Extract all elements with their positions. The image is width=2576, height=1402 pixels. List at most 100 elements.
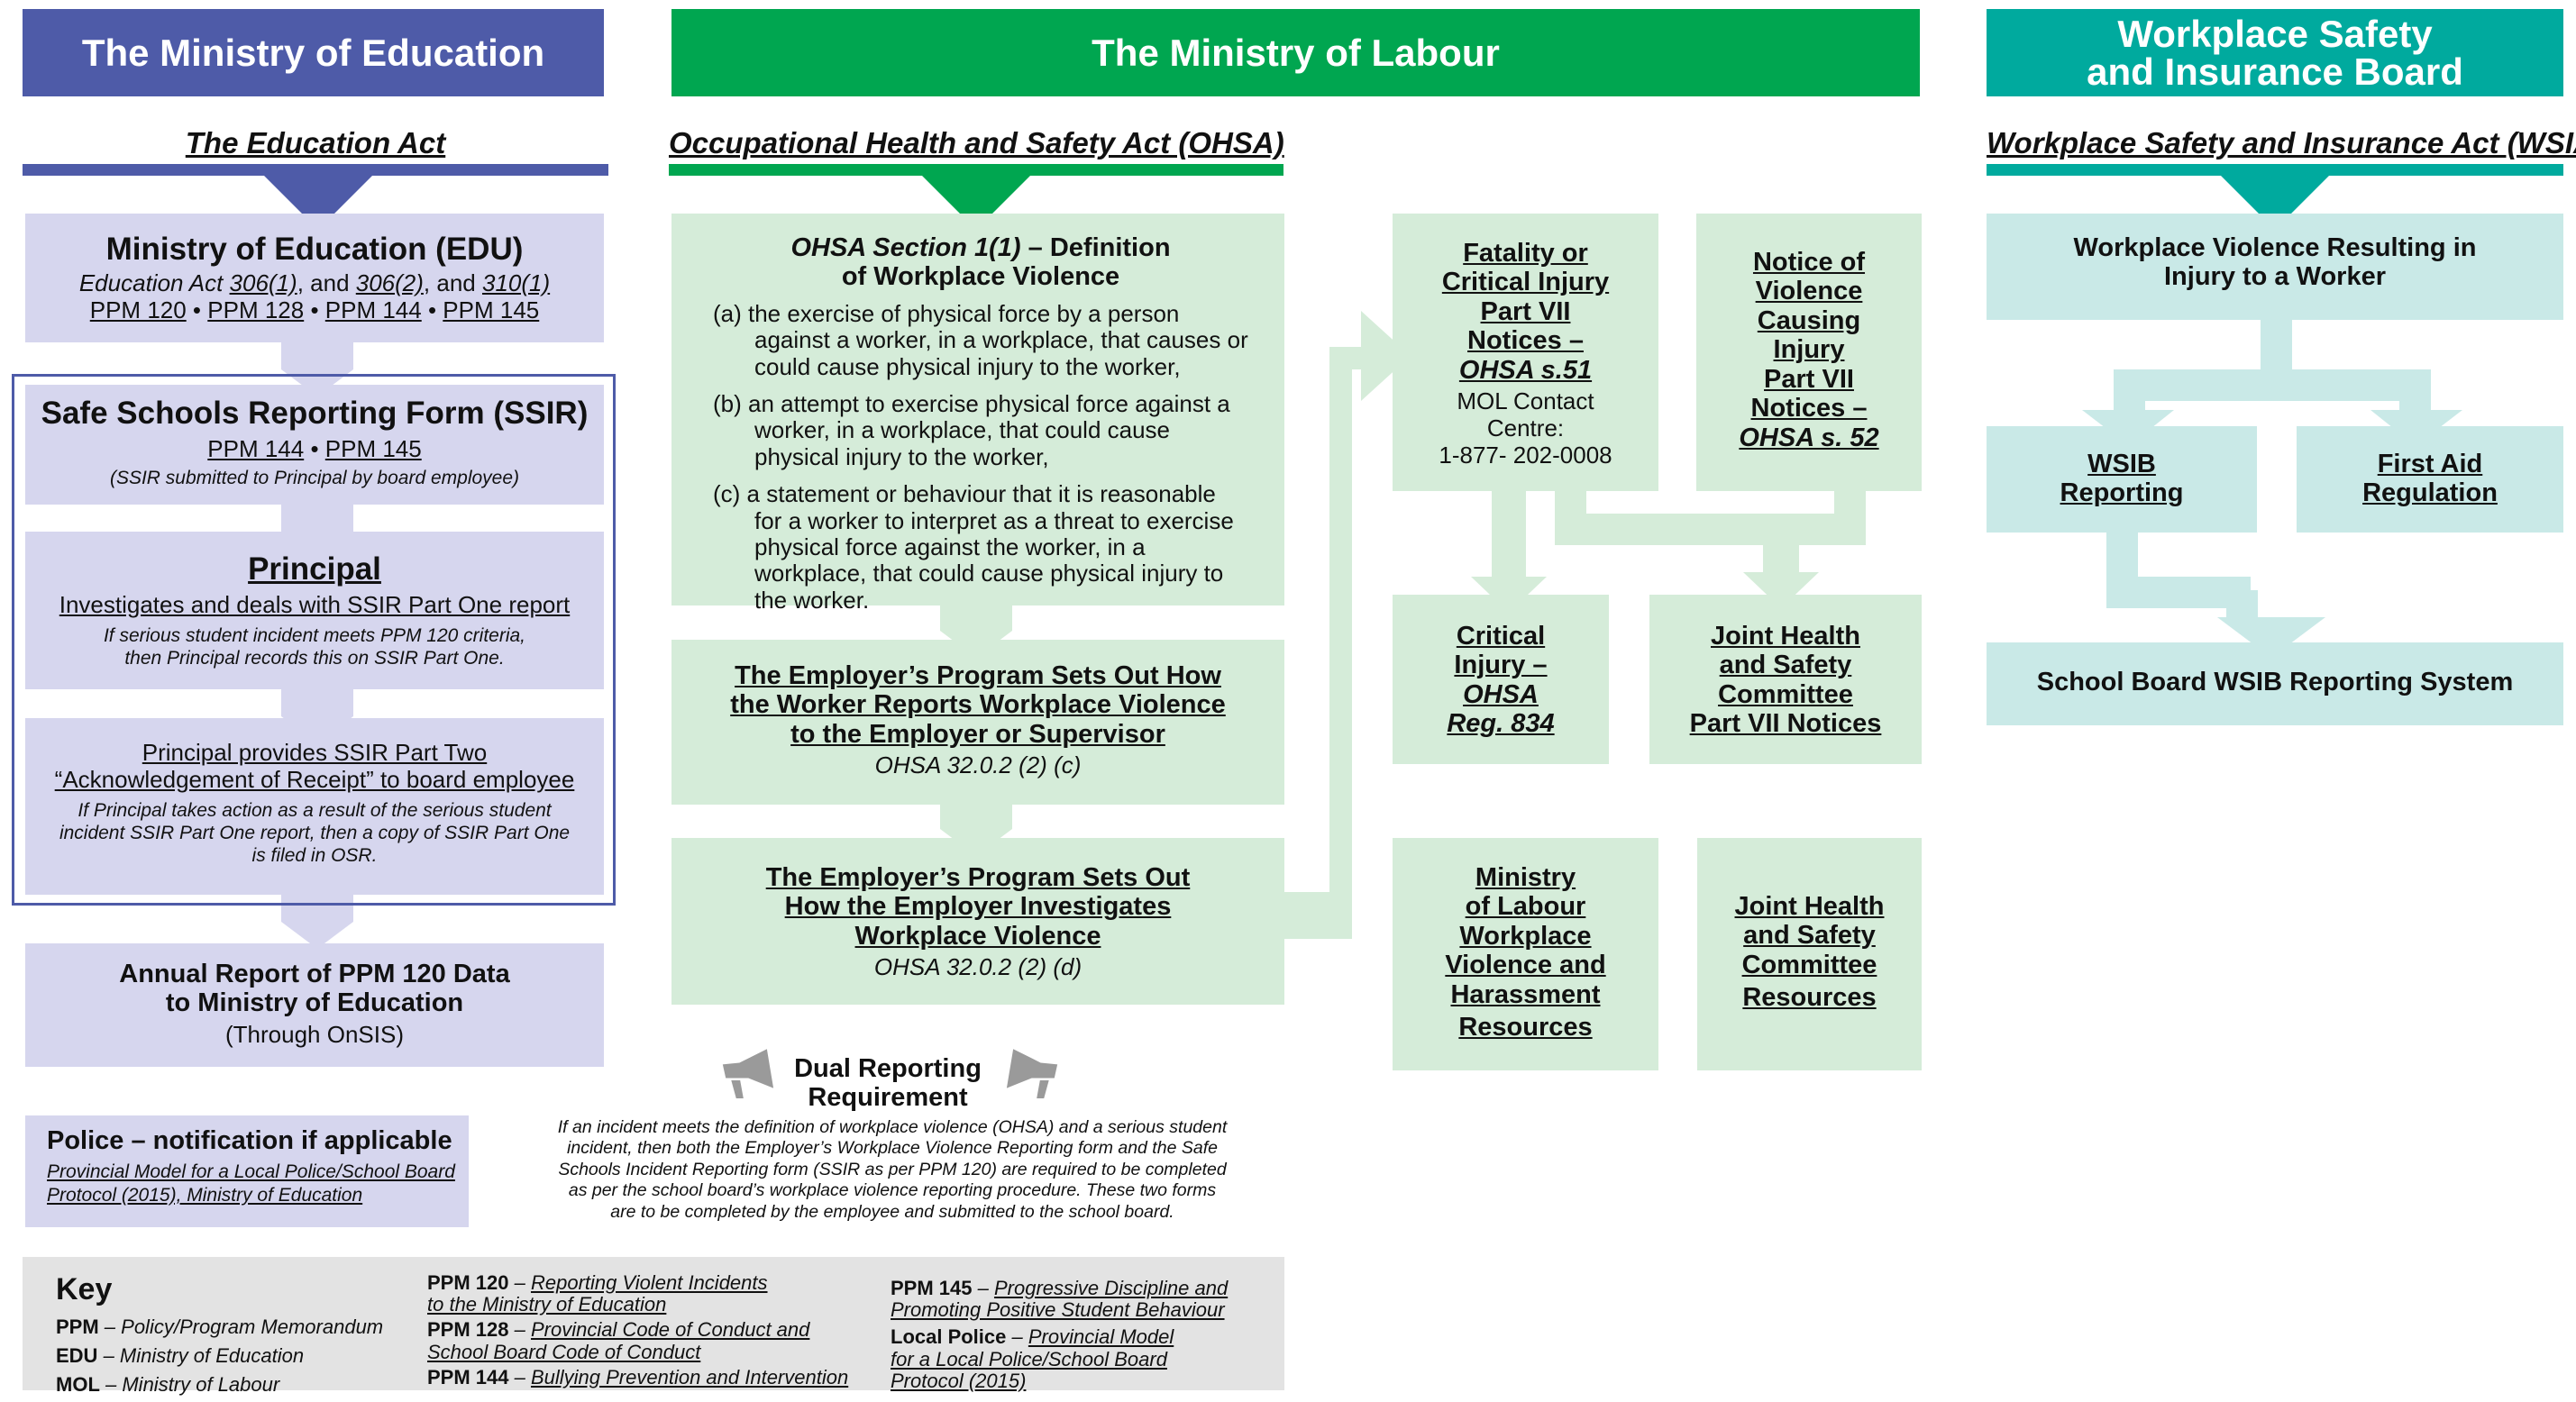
labour-chevron-1 [940,605,1012,658]
program-investigates-line-2[interactable]: How the Employer Investigates [784,892,1172,922]
jhsc-notices-line-2[interactable]: and Safety [1719,651,1852,680]
ppm-144-link[interactable]: PPM 144 [324,296,422,323]
notice-line-2[interactable]: Violence [1755,277,1863,306]
jhsc-notices-line-4[interactable]: Part VII Notices [1689,709,1882,739]
mol-res-line-6[interactable]: Resources [1458,1013,1593,1042]
notice-line-6[interactable]: Notices – [1750,394,1868,423]
ppm-120-link[interactable]: PPM 120 [89,296,187,323]
mol-res-line-5[interactable]: Harassment [1450,979,1601,1009]
act-ref-306-1[interactable]: 306(1) [229,269,297,296]
police-link-1[interactable]: Provincial Model for a Local Police/Scho… [47,1161,455,1183]
key-col-2: PPM 120 – Reporting Violent Incidents to… [427,1271,878,1388]
program-reports-ref: OHSA 32.0.2 (2) (c) [874,751,1082,779]
ppm-145-link[interactable]: PPM 145 [443,296,540,323]
wsib-system-box: School Board WSIB Reporting System [1987,642,2563,725]
key-police-link-2[interactable]: for a Local Police/School Board [891,1347,1167,1370]
key-ppm128-link[interactable]: Provincial Code of Conduct and [530,1318,810,1342]
wsib-reporting-line-1[interactable]: WSIB [2087,450,2156,478]
key-ppm120-link[interactable]: Reporting Violent Incidents [530,1271,768,1294]
jhsc-res-line-2[interactable]: and Safety [1743,921,1876,951]
critical-line-3[interactable]: OHSA [1463,679,1539,709]
notice-line-3[interactable]: Causing [1757,305,1861,335]
ssir-box: Safe Schools Reporting Form (SSIR) PPM 1… [25,385,604,505]
critical-line-1[interactable]: Critical [1456,622,1546,651]
program-reports-line-3[interactable]: to the Employer or Supervisor [790,719,1165,749]
part-two-note-3: is filed in OSR. [251,845,378,867]
definition-item-a: (a) the exercise of physical force by a … [713,299,1248,380]
wsib-injury-box: Workplace Violence Resulting in Injury t… [1987,214,2563,320]
mol-res-line-4[interactable]: Violence and [1445,951,1606,980]
megaphone-icon [719,1044,777,1100]
dual-text-4: as per the school board’s workplace viol… [568,1180,1217,1201]
ohsa-section-ref: OHSA Section 1(1) [790,233,1021,262]
megaphone-icon [1003,1044,1061,1100]
fatality-line-5[interactable]: OHSA s.51 [1458,355,1593,385]
wsib-system-title: School Board WSIB Reporting System [2036,668,2514,696]
labour-act-link[interactable]: Occupational Health and Safety Act (OHSA… [669,126,1284,159]
program-investigates-box: The Employer’s Program Sets Out How the … [671,838,1284,1005]
mol-resources-box: Ministry of Labour Workplace Violence an… [1393,838,1658,1070]
program-investigates-line-3[interactable]: Workplace Violence [854,921,1101,951]
notice-violence-box: Notice of Violence Causing Injury Part V… [1696,214,1922,491]
ssir-ppm-145-link[interactable]: PPM 145 [324,434,422,462]
police-link-2[interactable]: Protocol (2015), Ministry of Education [47,1184,363,1206]
principal-line: Investigates and deals with SSIR Part On… [59,590,571,618]
ssir-ppm-144-link[interactable]: PPM 144 [207,434,305,462]
notice-line-5[interactable]: Part VII [1764,364,1854,394]
key-ppm128-link-2[interactable]: School Board Code of Conduct [427,1340,701,1363]
key-ppm145-link-2[interactable]: Promoting Positive Student Behaviour [891,1298,1225,1322]
critical-line-4[interactable]: Reg. 834 [1447,709,1555,739]
ssir-title: Safe Schools Reporting Form (SSIR) [41,396,589,431]
act-ref-306-2[interactable]: 306(2) [355,269,424,296]
labour-side-connector [1284,311,1411,939]
key-ppm120-link-2[interactable]: to the Ministry of Education [427,1293,667,1316]
key-ppm144-link[interactable]: Bullying Prevention and Intervention [530,1365,849,1388]
first-aid-line-1[interactable]: First Aid [2377,450,2483,478]
part-two-line-1: Principal provides SSIR Part Two [142,739,488,766]
dual-text-2: incident, then both the Employer’s Workp… [567,1138,1218,1159]
fatality-line-4[interactable]: Notices – [1467,326,1584,356]
ministry-title: Ministry of Education (EDU) [105,232,524,267]
key-box [23,1257,1284,1390]
jhsc-notices-line-1[interactable]: Joint Health [1711,622,1860,651]
fatality-line-2[interactable]: Critical Injury [1441,268,1610,297]
mol-res-line-3[interactable]: Workplace [1459,921,1592,951]
dual-text-5: are to be completed by the employee and … [610,1201,1174,1222]
key-police-link[interactable]: Provincial Model [1028,1325,1174,1349]
jhsc-notices-line-3[interactable]: Committee [1718,679,1853,709]
definition-item-b: (b) an attempt to exercise physical forc… [713,390,1230,470]
notice-line-4[interactable]: Injury [1773,335,1845,365]
mol-res-line-1[interactable]: Ministry [1475,863,1576,892]
fatality-line-1[interactable]: Fatality or [1463,239,1588,268]
annual-report-box: Annual Report of PPM 120 Data to Ministr… [25,943,604,1067]
principal-note-2: then Principal records this on SSIR Part… [124,647,505,669]
notice-line-1[interactable]: Notice of [1752,248,1866,277]
jhsc-res-line-1[interactable]: Joint Health [1734,892,1885,921]
wsib-act-link[interactable]: Workplace Safety and Insurance Act (WSIA… [1987,126,2576,159]
ppm-128-link[interactable]: PPM 128 [207,296,305,323]
dual-title-2: Requirement [808,1083,968,1113]
jhsc-res-line-3[interactable]: Committee [1741,950,1877,979]
jhsc-res-line-4[interactable]: Resources [1742,983,1877,1013]
fatality-line-3[interactable]: Part VII [1480,296,1571,326]
key-title: Key [56,1272,113,1306]
wsib-reporting-box: WSIB Reporting [1987,426,2257,533]
program-reports-line-2[interactable]: the Worker Reports Workplace Violence [730,690,1226,720]
key-police-link-3[interactable]: Protocol (2015) [891,1369,1027,1392]
edu-act-link[interactable]: The Education Act [185,126,446,159]
definition-item-c: (c) a statement or behaviour that it is … [713,480,1234,614]
notice-line-7[interactable]: OHSA s. 52 [1739,423,1879,452]
key-ppm145-link[interactable]: Progressive Discipline and [993,1277,1229,1299]
ohsa-definition-box: OHSA Section 1(1) – Definition of Workpl… [671,214,1284,613]
program-investigates-line-1[interactable]: The Employer’s Program Sets Out [765,863,1191,892]
ministry-of-education-box: Ministry of Education (EDU) Education Ac… [25,214,604,342]
ssir-group-outline [12,374,616,906]
program-reports-line-1[interactable]: The Employer’s Program Sets Out How [735,661,1221,690]
ssir-note: (SSIR submitted to Principal by board em… [109,467,520,488]
act-ref-310-1[interactable]: 310(1) [481,269,551,296]
mol-res-line-2[interactable]: of Labour [1465,892,1586,922]
wsib-reporting-line-2[interactable]: Reporting [2060,478,2184,508]
critical-line-2[interactable]: Injury – [1454,651,1548,680]
first-aid-line-2[interactable]: Regulation [2362,478,2498,508]
